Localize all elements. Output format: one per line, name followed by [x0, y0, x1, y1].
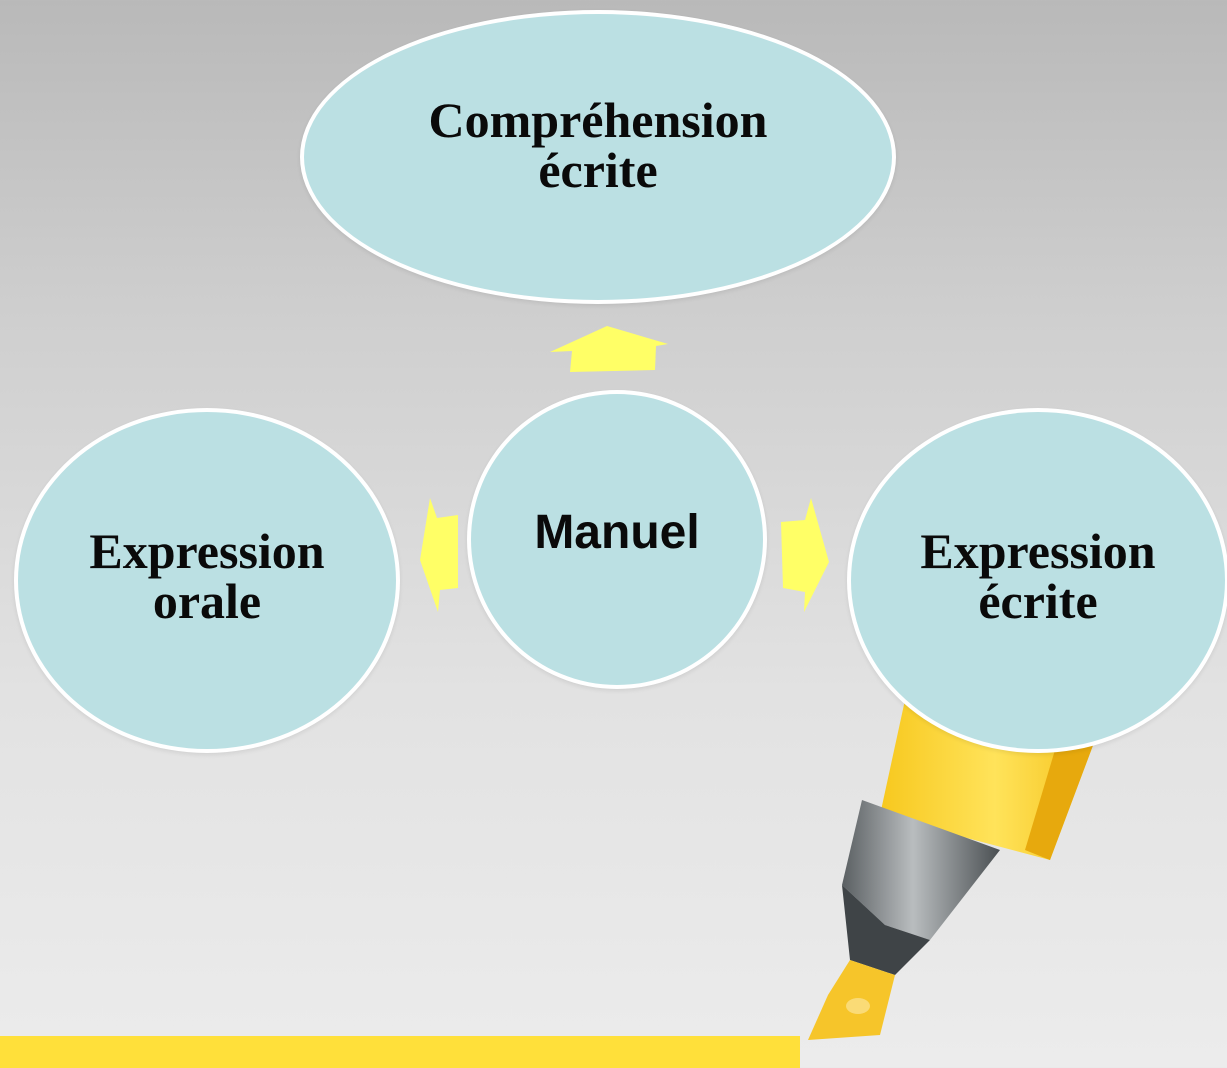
bubble-label: Compréhension écrite: [428, 92, 768, 198]
bubble-expression-orale: Expression orale: [14, 408, 400, 753]
arrow-up-icon: [550, 326, 668, 372]
bubble-manuel-center: Manuel: [467, 390, 767, 689]
bubble-comprehension-ecrite: Compréhension écrite: [300, 10, 896, 304]
bubble-label: Expression orale: [89, 522, 325, 629]
center-label: Manuel: [534, 505, 700, 559]
bubble-label: Expression écrite: [920, 522, 1156, 629]
arrow-left-icon: [420, 498, 458, 612]
highlighter-stroke: [0, 1036, 800, 1068]
bubble-expression-ecrite: Expression écrite: [847, 408, 1227, 753]
arrow-right-icon: [781, 498, 829, 612]
